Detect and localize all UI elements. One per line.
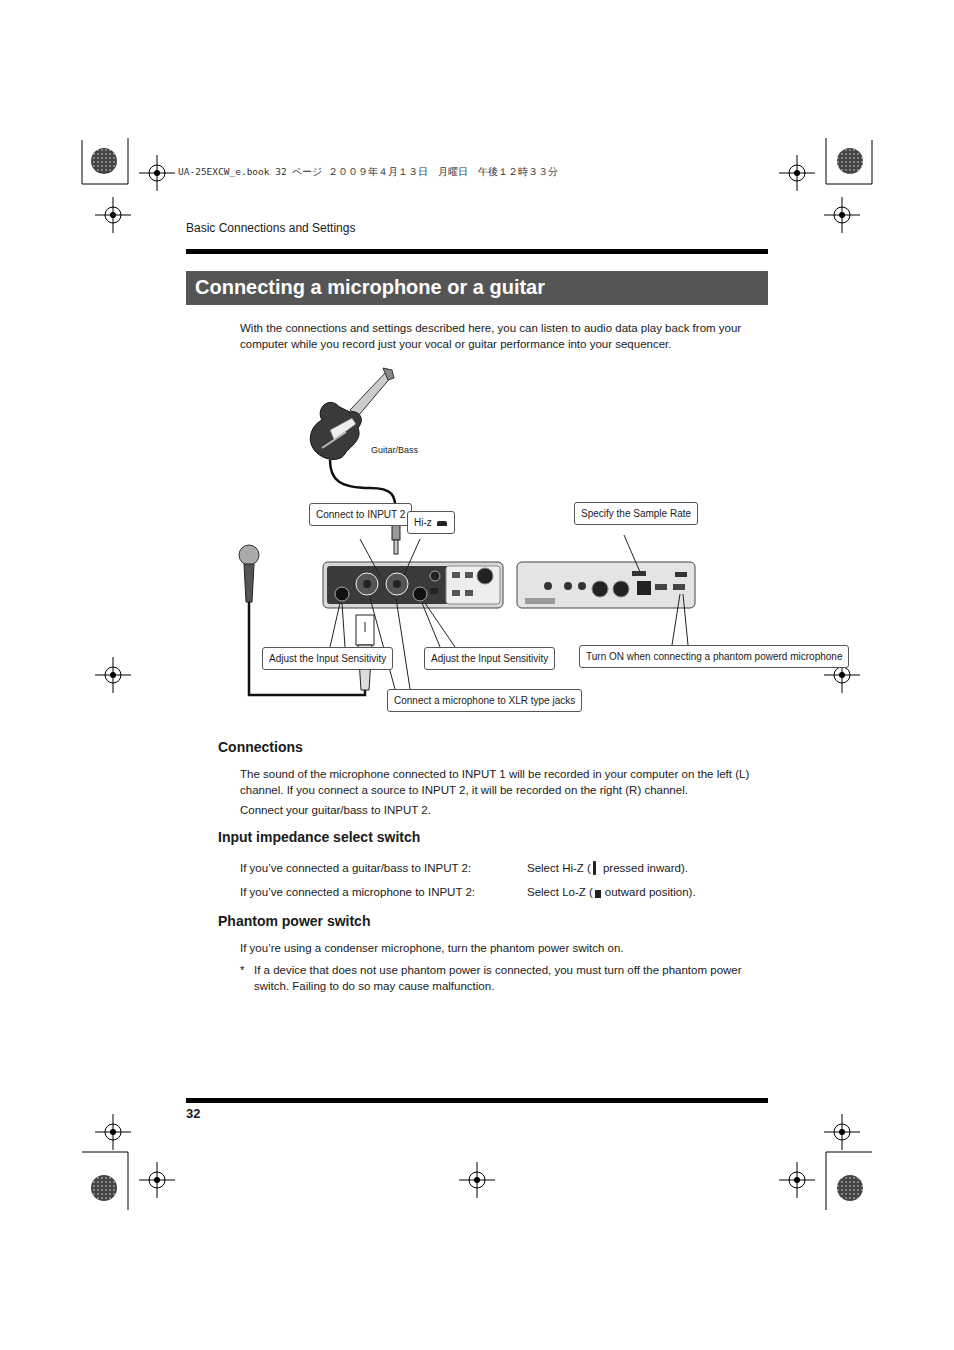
section-heading: Connections: [218, 739, 303, 755]
lo-z-icon: [595, 890, 601, 898]
body-text: Select Hi-Z (: [527, 860, 591, 876]
page-title: Connecting a microphone or a guitar: [195, 275, 545, 299]
body-text: The sound of the microphone connected to…: [240, 766, 772, 798]
body-text: Connect your guitar/bass to INPUT 2.: [240, 802, 431, 818]
part-label: Guitar/Bass: [371, 445, 418, 455]
section-heading: Input impedance select switch: [218, 829, 420, 845]
hi-z-switch-icon: [437, 521, 447, 526]
callout-box: Adjust the Input Sensitivity: [262, 647, 393, 670]
callout-text: Connect a microphone to XLR type jacks: [394, 695, 575, 706]
bottom-rule: [186, 1098, 768, 1103]
callout-text: Adjust the Input Sensitivity: [431, 653, 548, 664]
callout-box: Specify the Sample Rate: [574, 502, 698, 525]
rear-panel: [517, 562, 695, 608]
callout-text: Connect to INPUT 2: [316, 509, 405, 520]
note-text: If a device that does not use phantom po…: [254, 962, 754, 994]
callout-box: Connect to INPUT 2: [309, 503, 412, 526]
microphone-illustration: [239, 545, 259, 602]
body-text: If you’ve connected a microphone to INPU…: [240, 884, 475, 900]
top-rule: [186, 249, 768, 254]
xlr-plug: [356, 615, 374, 645]
callout-text: Hi-z: [414, 517, 432, 528]
body-text: outward position).: [605, 884, 696, 900]
callout-box: Turn ON when connecting a phantom powerd…: [579, 645, 849, 668]
color-target: [91, 148, 117, 174]
color-target: [91, 1175, 117, 1201]
print-info: UA-25EXCW_e.book 32 ページ ２００９年４月１３日 月曜日 午…: [178, 166, 558, 179]
front-panel: [323, 562, 503, 608]
note-mark: *: [240, 962, 244, 978]
section-heading: Phantom power switch: [218, 913, 370, 929]
hi-z-icon: [593, 861, 596, 875]
callout-text: Specify the Sample Rate: [581, 508, 691, 519]
title-band: [186, 271, 768, 305]
color-target: [837, 1175, 863, 1201]
running-header: Basic Connections and Settings: [186, 221, 355, 235]
body-text: Select Lo-Z (: [527, 884, 593, 900]
callout-text: Turn ON when connecting a phantom powerd…: [586, 651, 842, 662]
body-text: If you’re using a condenser microphone, …: [240, 940, 624, 956]
crop-lines: [82, 138, 872, 1210]
phone-plug-tip: [394, 540, 398, 554]
page-number: 32: [186, 1106, 200, 1121]
intro-text: With the connections and settings descri…: [240, 320, 772, 352]
callout-box: Connect a microphone to XLR type jacks: [387, 689, 582, 712]
body-text: If you’ve connected a guitar/bass to INP…: [240, 860, 471, 876]
callout-box: Adjust the Input Sensitivity: [424, 647, 555, 670]
body-text: pressed inward).: [603, 860, 688, 876]
color-target: [837, 148, 863, 174]
callout-text: Adjust the Input Sensitivity: [269, 653, 386, 664]
callout-box: Hi-z: [407, 511, 455, 534]
